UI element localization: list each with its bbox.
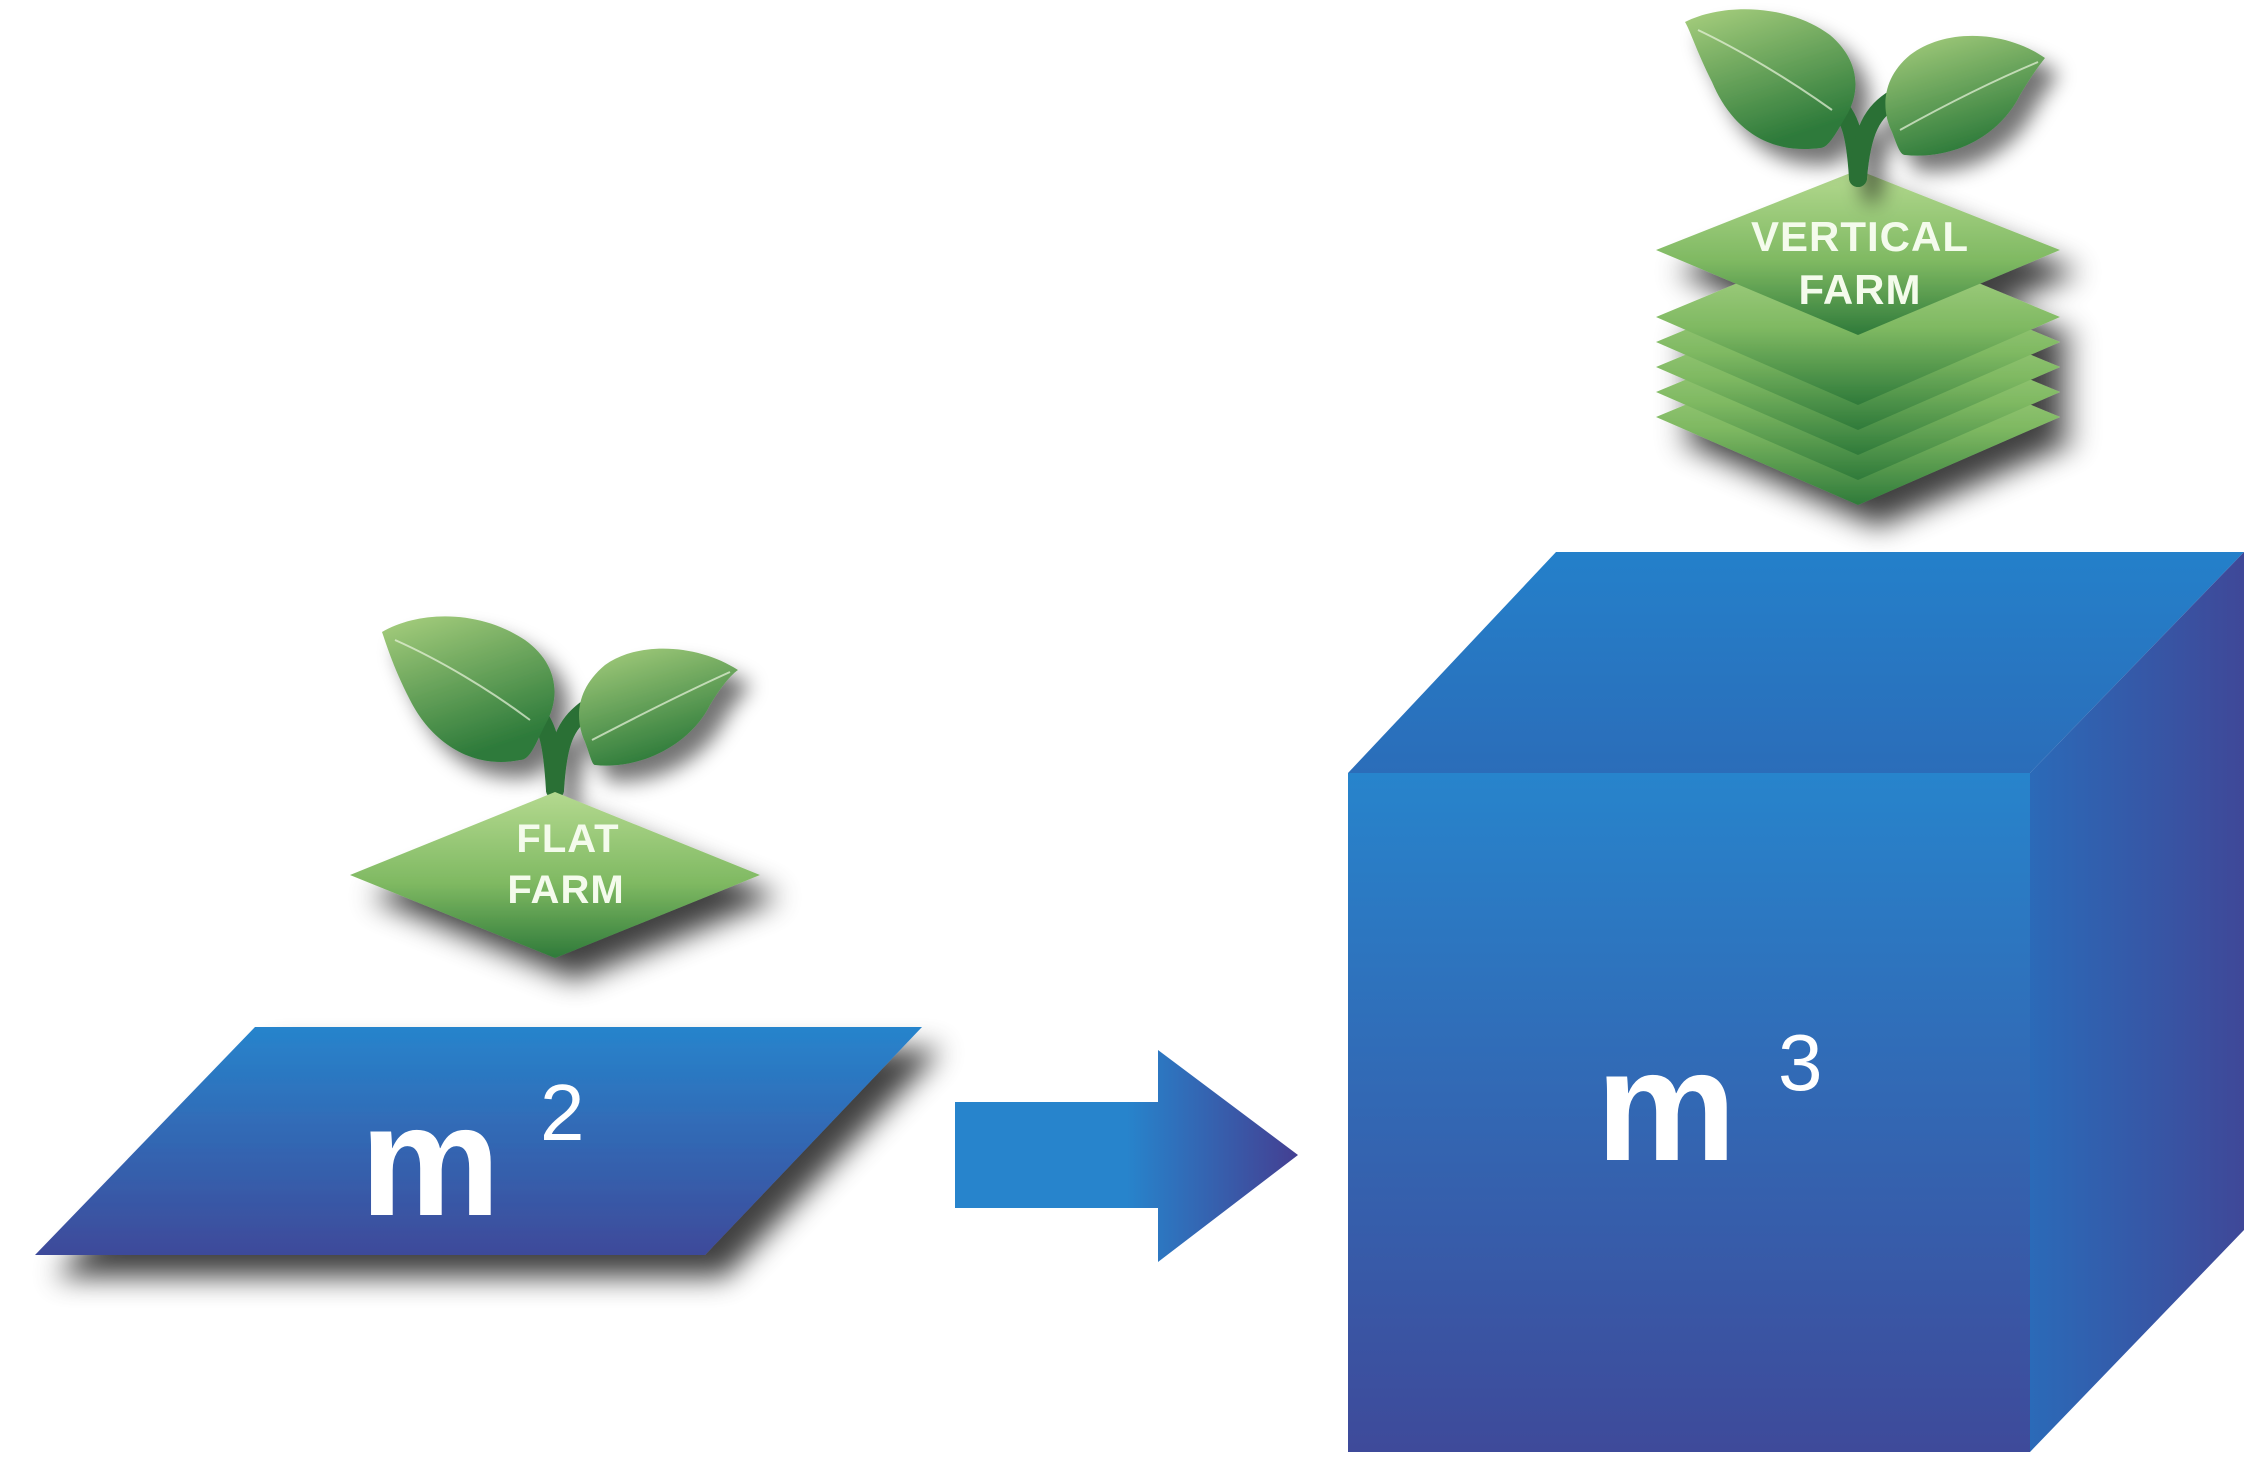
flat-farm-layer — [350, 792, 760, 958]
volume-unit-base: m — [1596, 1018, 1737, 1194]
cube-front-face — [1348, 773, 2030, 1452]
area-parallelogram — [35, 1027, 922, 1255]
vertical-farm-label-line2: FARM — [1799, 266, 1922, 313]
vertical-farm-layer — [1656, 170, 2060, 335]
volume-unit-exponent: 3 — [1778, 1018, 1823, 1107]
vertical-farm-sprout-icon — [1685, 9, 2045, 187]
vertical-farm-label-line1: VERTICAL — [1751, 213, 1969, 260]
area-unit-exponent: 2 — [540, 1068, 585, 1157]
cube-side-face — [2030, 552, 2244, 1452]
area-unit-base: m — [360, 1073, 501, 1249]
vertical-farm-stack — [1656, 170, 2060, 505]
vertical-farm-group: m 3 VERTICAL FARM — [1348, 9, 2244, 1452]
volume-cube — [1348, 552, 2244, 1452]
transition-arrow — [955, 1050, 1298, 1262]
cube-top-face — [1348, 552, 2244, 773]
flat-farm-label-line1: FLAT — [516, 817, 619, 861]
flat-farm-label-line2: FARM — [507, 868, 624, 912]
flat-farm-group: FLAT FARM m 2 — [35, 616, 922, 1255]
flat-farm-sprout-icon — [382, 616, 738, 799]
